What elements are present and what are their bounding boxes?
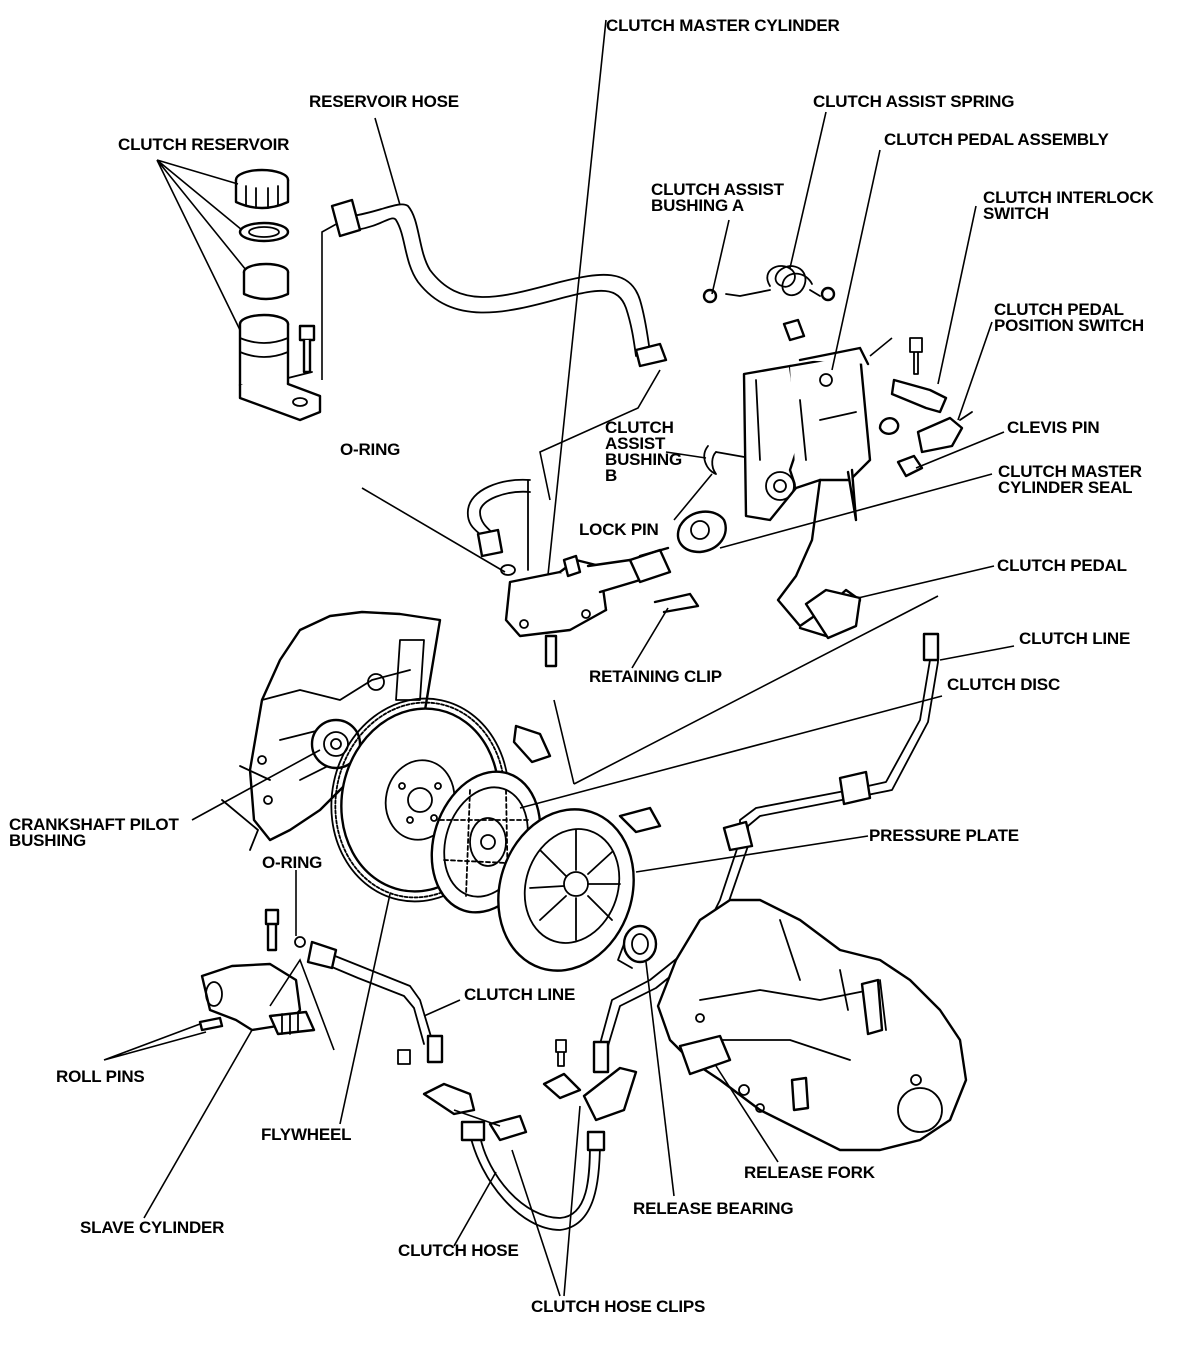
clutch-hose-clips-part	[397, 1039, 638, 1142]
label-clutch-interlock-switch: CLUTCH INTERLOCK SWITCH	[983, 188, 1154, 223]
label-pressure-plate: PRESSURE PLATE	[869, 826, 1019, 845]
clutch-pedal-assembly-part	[702, 265, 973, 640]
clutch-reservoir-part	[234, 168, 322, 422]
label-clevis-pin: CLEVIS PIN	[1007, 418, 1100, 437]
clutch-line-part	[592, 632, 940, 1074]
transmission-part	[656, 898, 968, 1152]
release-bearing-part	[617, 924, 658, 969]
lock-pin-part	[703, 445, 751, 475]
label-clutch-disc: CLUTCH DISC	[947, 675, 1061, 694]
label-clutch-master-cylinder: CLUTCH MASTER CYLINDER	[606, 16, 840, 35]
label-o-ring-bottom: O-RING	[262, 853, 323, 872]
pressure-plate-part	[497, 806, 662, 972]
label-clutch-pedal-assembly: CLUTCH PEDAL ASSEMBLY	[884, 130, 1109, 149]
label-o-ring-top: O-RING	[340, 440, 401, 459]
label-clutch-assist-spring: CLUTCH ASSIST SPRING	[813, 92, 1015, 111]
label-clutch-hose-clips: CLUTCH HOSE CLIPS	[531, 1297, 706, 1316]
slave-cylinder-part	[198, 908, 316, 1036]
label-clutch-pedal-position-switch: CLUTCH PEDAL POSITION SWITCH	[994, 300, 1145, 335]
label-flywheel: FLYWHEEL	[261, 1125, 352, 1144]
label-retaining-clip: RETAINING CLIP	[589, 667, 722, 686]
label-release-bearing: RELEASE BEARING	[633, 1199, 794, 1218]
label-slave-cylinder: SLAVE CYLINDER	[80, 1218, 225, 1237]
label-clutch-line-lower: CLUTCH LINE	[464, 985, 576, 1004]
label-reservoir-hose: RESERVOIR HOSE	[309, 92, 459, 111]
label-clutch-hose: CLUTCH HOSE	[398, 1241, 519, 1260]
clutch-hose-part	[460, 1120, 606, 1231]
label-clutch-assist-bushing-b: CLUTCH ASSIST BUSHING B	[605, 418, 682, 485]
clutch-master-cylinder-part	[467, 478, 672, 668]
flywheel-bolt-part	[512, 724, 552, 764]
label-clutch-master-cylinder-seal: CLUTCH MASTER CYLINDER SEAL	[998, 462, 1142, 497]
retaining-clip-part	[653, 592, 700, 614]
label-clutch-line-right: CLUTCH LINE	[1019, 629, 1131, 648]
label-clutch-reservoir: CLUTCH RESERVOIR	[118, 135, 290, 154]
engine-block-part	[221, 610, 442, 851]
reservoir-hose-part	[330, 198, 668, 368]
label-clutch-assist-bushing-a: CLUTCH ASSIST BUSHING A	[651, 180, 784, 215]
label-lock-pin: LOCK PIN	[579, 520, 659, 539]
label-roll-pins: ROLL PINS	[56, 1067, 145, 1086]
label-clutch-pedal: CLUTCH PEDAL	[997, 556, 1127, 575]
label-release-fork: RELEASE FORK	[744, 1163, 875, 1182]
label-crankshaft-pilot-bushing: CRANKSHAFT PILOT BUSHING	[9, 815, 179, 850]
clutch-line-lower-part	[306, 940, 444, 1064]
master-cylinder-seal-part	[676, 510, 727, 554]
